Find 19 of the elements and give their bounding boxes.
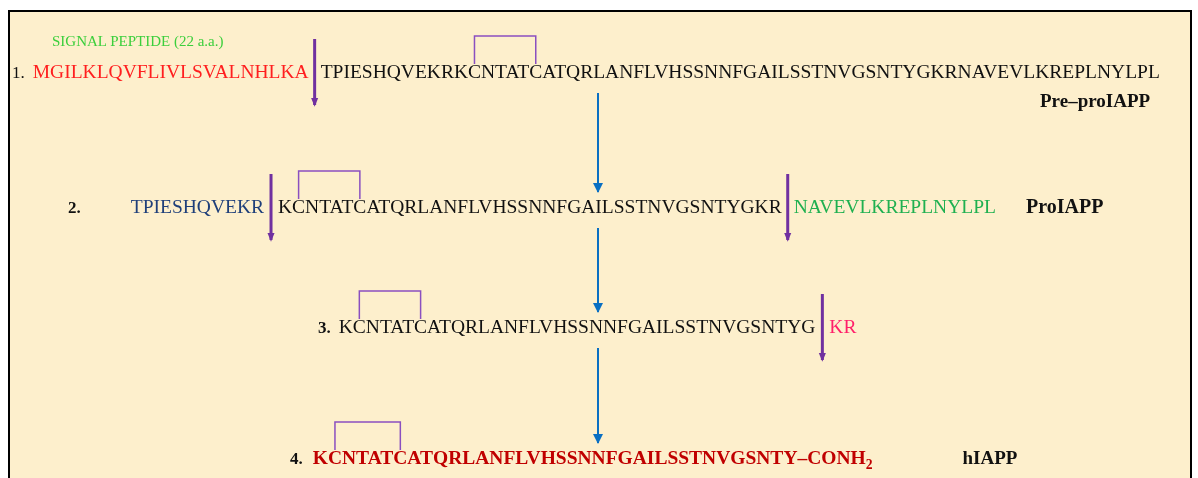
peptide-sequence: TPIESHQVEKR xyxy=(130,196,264,218)
peptide-sequence: KCNTATCATQRLANFLVHSSNNFGAILSSTNVGSNTYG xyxy=(338,316,816,338)
arrow xyxy=(593,92,603,193)
step-number: 2. xyxy=(68,197,81,218)
stage-label: hIAPP xyxy=(962,447,1018,468)
peptide-sequence: NAVEVLKREPLNYLPL xyxy=(793,196,996,218)
peptide-sequence: MGILKLQVFLIVLSVALNHLKA xyxy=(32,61,309,83)
peptide-sequence: TPIESHQVEKRKCNTATCATQRLANFLVHSSNNFGAILSSTNVGSNTYGKRNAVEVLKREPLNYLPL xyxy=(320,61,1160,83)
stage-label: Pre–proIAPP xyxy=(1040,90,1151,111)
arrow xyxy=(593,347,603,444)
peptide-sequence: KCNTATCATQRLANFLVHSSNNFGAILSSTNVGSNTY–CONH$_{2}$ xyxy=(312,447,873,469)
step-number: 1. xyxy=(12,62,25,83)
step-number: 3. xyxy=(318,317,331,338)
step-number: 4. xyxy=(290,448,303,469)
region-label: SIGNAL PEPTIDE (22 a.a.) xyxy=(52,32,224,51)
peptide-sequence: KCNTATCATQRLANFLVHSSNNFGAILSSTNVGSNTYGKR xyxy=(278,196,782,218)
arrow xyxy=(593,227,603,313)
stage-label: ProIAPP xyxy=(1025,196,1104,217)
peptide-sequence: KR xyxy=(829,316,857,338)
